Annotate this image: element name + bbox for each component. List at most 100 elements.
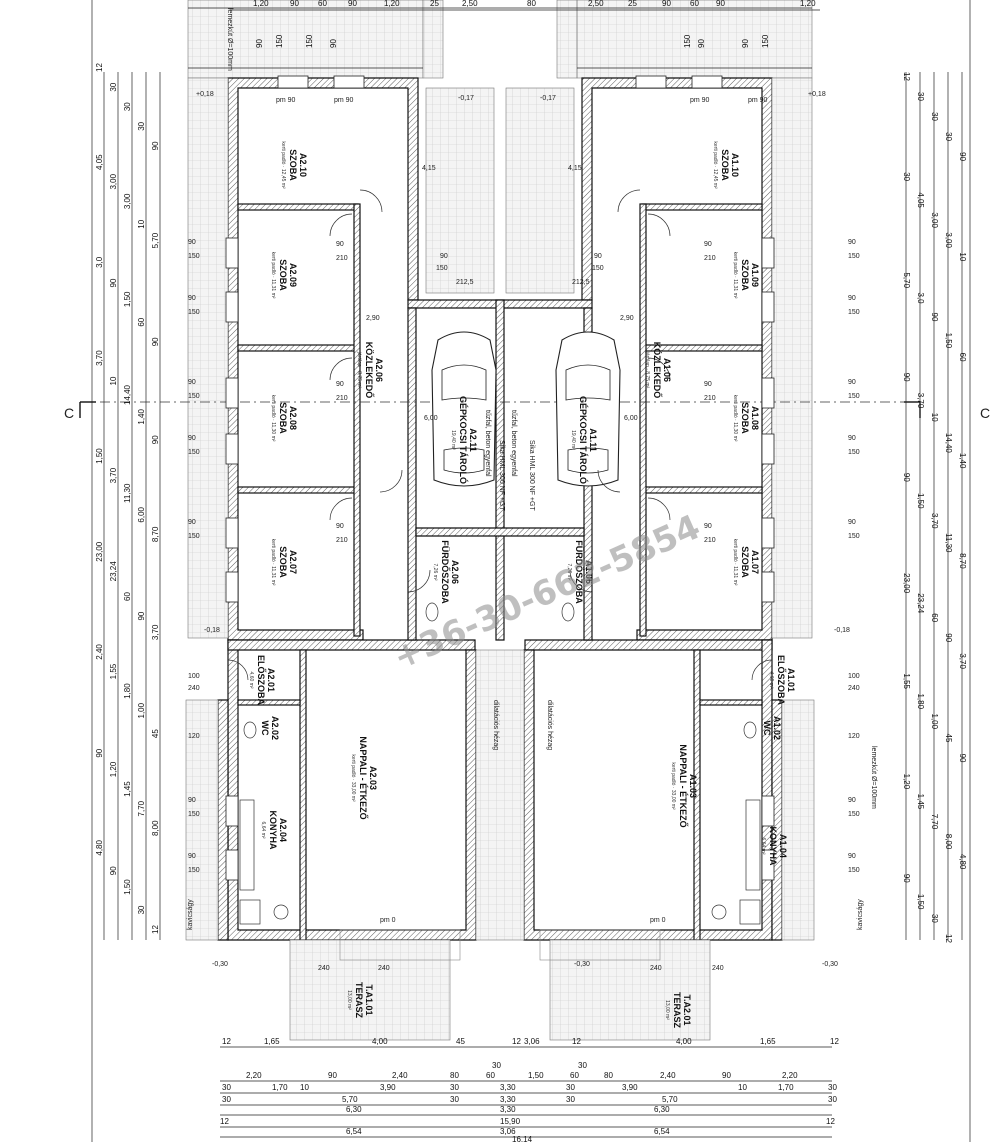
dim-210: 210	[704, 255, 716, 262]
dim-90: 90	[336, 381, 344, 388]
room-name: FÜRDŐSZOBA	[440, 540, 451, 604]
side-dim-label: 7,70	[930, 814, 939, 830]
bottom-dim-label: 12	[512, 1037, 521, 1046]
room-id: A2.01	[266, 668, 276, 692]
room-id: A1.02	[772, 716, 782, 740]
side-dim-label: 11,30	[123, 483, 132, 503]
annotations: pm 90 pm 90 pm 90 pm 90 pm 0 pm 0 210 21…	[188, 91, 860, 972]
section-label-right: C	[980, 405, 990, 421]
side-dim-label: 30	[930, 112, 939, 121]
room-sub: kerti padló · 12,45 m²	[280, 141, 286, 189]
room-name: SZOBA	[278, 402, 288, 434]
side-dim-label: 1,20	[109, 761, 118, 777]
side-dim-label: 4,80	[958, 854, 967, 870]
rotated-notes: tűzfal, beton egyenfal tűzfal, beton egy…	[187, 8, 877, 930]
bottom-dim-label: 30	[828, 1095, 837, 1104]
level-mark: +0,18	[808, 91, 826, 98]
side-dim-label: 3,00	[944, 232, 953, 248]
room-sub: járólap · 8,75 m²	[644, 351, 650, 389]
side-dim-label: 1,80	[916, 693, 925, 709]
dim-240: 240	[378, 965, 390, 972]
firewall-note: tűzfal, beton egyenfal	[510, 410, 517, 477]
bottom-dim-label: 12	[222, 1037, 231, 1046]
dim-90: 90	[440, 253, 448, 260]
room-sub: 13,00 m²	[664, 1000, 670, 1020]
side-dim-label: 8,00	[151, 820, 160, 836]
rail-note: kavicságy	[187, 899, 194, 930]
dim-90: 90	[336, 241, 344, 248]
dim-90: 90	[704, 523, 712, 530]
left-dimension-chain: 12303030904,053,003,00105,703,0901,50609…	[95, 63, 161, 940]
side-dim-label: 90	[958, 754, 967, 763]
side-dim-label: 1,00	[930, 713, 939, 729]
dim-240: 240	[650, 965, 662, 972]
room-id: T.A2.01	[682, 994, 692, 1025]
side-dim-label: 10	[930, 413, 939, 422]
bottom-dim-label: 2,20	[246, 1071, 262, 1080]
dim-2125: 212,5	[572, 279, 590, 286]
side-dim-label: 90	[902, 874, 911, 883]
room-sub: 7,26 m²	[432, 564, 438, 581]
side-dim-label: 1,55	[109, 663, 118, 679]
room-sub: 7,26 m²	[566, 564, 572, 581]
side-dim-label: 1,20	[902, 774, 911, 790]
side-dim-label: 4,05	[95, 154, 104, 170]
level-mark: -0,17	[540, 95, 556, 102]
room-name: TERASZ	[354, 982, 364, 1019]
pm-label: pm 90	[276, 97, 296, 104]
dim-150: 150	[188, 867, 200, 874]
top-dim-label: 1,20	[384, 0, 400, 8]
dim-90: 90	[848, 379, 856, 386]
bottom-dim-label: 6,54	[654, 1127, 670, 1136]
dim-100: 100	[188, 673, 200, 680]
side-dim-label: 45	[151, 729, 160, 738]
room-id: A1.08	[750, 406, 760, 430]
door-swings	[227, 189, 773, 681]
bottom-dim-label: 1,50	[528, 1071, 544, 1080]
dim-210: 210	[336, 255, 348, 262]
dim-290: 2,90	[620, 315, 634, 322]
dim-210: 210	[336, 395, 348, 402]
side-dim-label: 23,00	[95, 541, 104, 562]
room-id: A1.11	[588, 428, 598, 452]
dim-150: 150	[848, 393, 860, 400]
top-dim-label: 80	[527, 0, 536, 8]
bottom-dim-label: 30	[222, 1083, 231, 1092]
room-id: A1.04	[778, 834, 788, 858]
windows	[225, 75, 775, 881]
bottom-dim-label: 80	[450, 1071, 459, 1080]
bottom-dim-label: 4,00	[676, 1037, 692, 1046]
dim-90: 90	[188, 519, 196, 526]
bottom-dim-label: 2,40	[660, 1071, 676, 1080]
side-dim-label: 23,24	[109, 561, 118, 582]
room-id: A2.07	[288, 550, 298, 574]
side-dim-label: 5,70	[902, 272, 911, 288]
bottom-dim-label: 30	[222, 1095, 231, 1104]
dim-90: 90	[188, 797, 196, 804]
room-sub: kerti padló · 11,31 m²	[732, 539, 738, 586]
dim-90: 90	[704, 381, 712, 388]
dim-90: 90	[848, 797, 856, 804]
dim-150: 150	[848, 309, 860, 316]
room-id: A2.02	[270, 716, 280, 740]
dim-100: 100	[848, 673, 860, 680]
side-dim-label: 14,40	[123, 384, 132, 405]
side-dim-label: 1,50	[916, 493, 925, 509]
room-id: A2.04	[278, 818, 288, 842]
side-dim-label: 3,00	[123, 193, 132, 209]
dim-90: 90	[188, 295, 196, 302]
dim-150: 150	[592, 265, 604, 272]
side-dim-label: 60	[930, 613, 939, 622]
level-mark: -0,18	[834, 627, 850, 634]
room-labels-left: A2.10 SZOBA kerti padló · 12,45 m² A2.09…	[248, 141, 478, 1018]
side-dim-label: 8,70	[151, 526, 160, 542]
joint-note: dilatációs hézag	[546, 700, 553, 750]
top-dim-label: 90	[290, 0, 299, 8]
level-mark: -0,18	[204, 627, 220, 634]
room-id: A2.06	[374, 358, 384, 382]
side-dim-label: 90	[151, 435, 160, 444]
bottom-dim-label: 6,54	[346, 1127, 362, 1136]
dim-600: 6,00	[624, 415, 638, 422]
dim-90: 90	[848, 239, 856, 246]
